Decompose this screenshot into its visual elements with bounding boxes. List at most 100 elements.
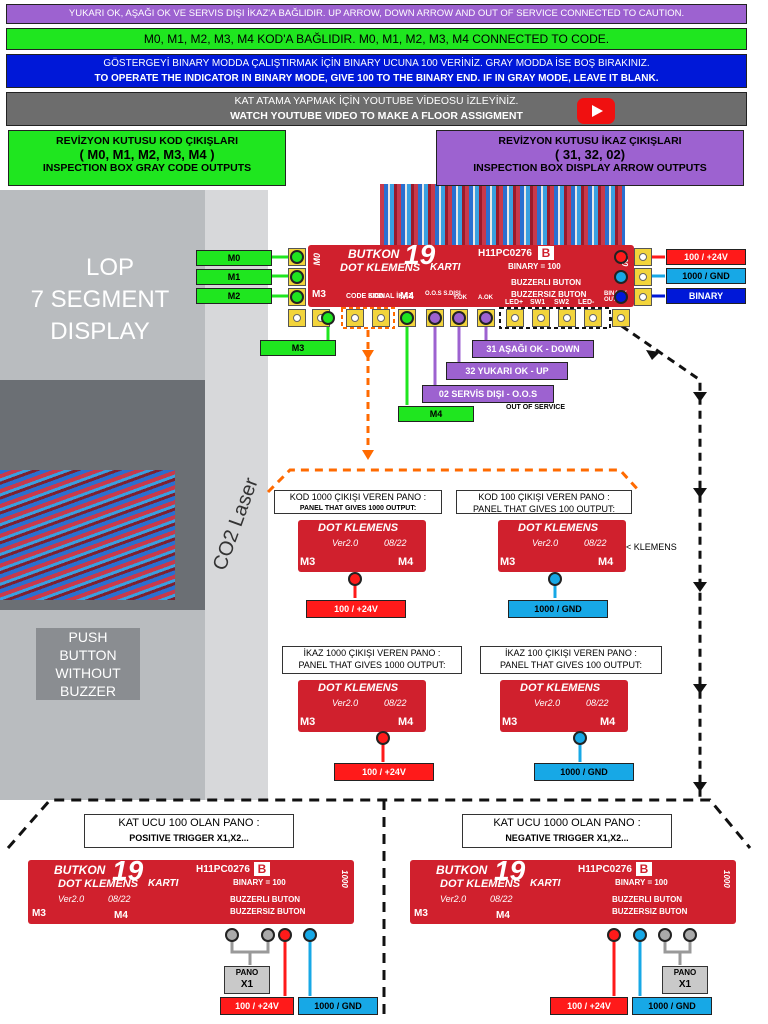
br-ledp-dot bbox=[607, 928, 621, 942]
panel-3-board: DOT KLEMENS Ver2.0 08/22 M3 M4 bbox=[298, 680, 426, 732]
bl-sub: DOT KLEMENS bbox=[58, 878, 139, 890]
oos-connector-dot bbox=[428, 311, 442, 325]
br-buzzerli: BUZZERLI BUTON bbox=[612, 895, 683, 904]
panel-3-output: 100 / +24V bbox=[334, 763, 434, 781]
panel-2-output: 1000 / GND bbox=[508, 600, 608, 618]
board-binary: BINARY = 100 bbox=[508, 262, 561, 271]
m3-connector-dot bbox=[321, 311, 335, 325]
m1-label: M1 bbox=[196, 269, 272, 285]
panel-4-output: 1000 / GND bbox=[534, 763, 634, 781]
board-pin-ledm: LED- bbox=[578, 299, 595, 306]
m4-connector-dot bbox=[400, 311, 414, 325]
bl-rev: B bbox=[254, 862, 270, 876]
banner-youtube: KAT ATAMA YAPMAK İÇİN YOUTUBE VİDEOSU İZ… bbox=[6, 92, 747, 126]
negative-trigger-tr: KAT UCU 1000 OLAN PANO : bbox=[493, 817, 641, 829]
board-pin-yok: Y.OK bbox=[453, 295, 468, 301]
main-board: BUTKON 19 DOT KLEMENS KARTI H11PC0276 B … bbox=[308, 239, 634, 307]
panel-2-dot bbox=[548, 572, 562, 586]
oos-en-label: OUT OF SERVICE bbox=[506, 404, 565, 411]
down-connector-dot bbox=[479, 311, 493, 325]
main-pin bbox=[634, 288, 652, 306]
panel-4-m3: M3 bbox=[502, 716, 518, 728]
gray-code-title: REVİZYON KUTUSU KOD ÇIKIŞLARI bbox=[55, 135, 238, 147]
br-m4: M4 bbox=[496, 910, 510, 921]
panel-3-title-tr: İKAZ 1000 ÇIKIŞI VEREN PANO : bbox=[303, 648, 441, 658]
br-binary: BINARY = 100 bbox=[615, 878, 668, 887]
br-ledm-dot bbox=[683, 928, 697, 942]
panel-2-date: 08/22 bbox=[584, 538, 607, 548]
positive-trigger-title: KAT UCU 100 OLAN PANO : POSITIVE TRIGGER… bbox=[84, 814, 294, 848]
bl-gnd-label: 1000 / GND bbox=[298, 997, 378, 1015]
panel-1-dot bbox=[348, 572, 362, 586]
binary-connector-dot bbox=[614, 290, 628, 304]
bl-m4: M4 bbox=[114, 910, 128, 921]
br-p24-label: 100 / +24V bbox=[550, 997, 628, 1015]
youtube-icon[interactable] bbox=[577, 98, 615, 124]
board-pin-sw1: SW1 bbox=[530, 299, 546, 306]
board-m0: M0 bbox=[312, 253, 322, 266]
board-rev: B bbox=[538, 246, 554, 260]
bl-pano-box: PANO X1 bbox=[224, 966, 270, 994]
oos-label: 02 SERVİS DIŞI - O.O.S bbox=[422, 385, 554, 403]
down-arrow-label: 31 AŞAĞI OK - DOWN bbox=[472, 340, 594, 358]
panel-3-dot bbox=[376, 731, 390, 745]
main-pin bbox=[506, 309, 524, 327]
board-pin-sw2: SW2 bbox=[554, 299, 570, 306]
bl-binary: BINARY = 100 bbox=[233, 878, 286, 887]
board-pin-m4: M4 bbox=[400, 291, 414, 302]
bl-pano-label: PANO bbox=[235, 968, 259, 977]
board-buzzersiz: BUZZERSIZ BUTON bbox=[511, 290, 587, 299]
panel-4-sub: DOT KLEMENS bbox=[520, 682, 601, 694]
br-karti: KARTI bbox=[530, 878, 561, 889]
gray-code-subtitle: INSPECTION BOX GRAY CODE OUTPUTS bbox=[42, 162, 252, 174]
bl-brand: BUTKON bbox=[54, 863, 106, 877]
panel-4-title: İKAZ 100 ÇIKIŞI VEREN PANO : PANEL THAT … bbox=[480, 646, 662, 674]
m0-label: M0 bbox=[196, 250, 272, 266]
bottom-left-board: BUTKON 19 DOT KLEMENS KARTI H11PC0276 B … bbox=[28, 855, 354, 924]
banner-code: M0, M1, M2, M3, M4 KOD'A BAĞLIDIR. M0, M… bbox=[6, 28, 747, 50]
up-arrow-label: 32 YUKARI OK - UP bbox=[446, 362, 568, 380]
bottom-right-board: BUTKON 19 DOT KLEMENS KARTI H11PC0276 B … bbox=[410, 855, 736, 924]
panel-2-ver: Ver2.0 bbox=[532, 538, 559, 548]
br-sw2-dot bbox=[658, 928, 672, 942]
main-pin bbox=[584, 309, 602, 327]
m4-label: M4 bbox=[398, 406, 474, 422]
bl-num: 19 bbox=[112, 855, 144, 886]
top-wires bbox=[380, 184, 625, 246]
panel-4-ver: Ver2.0 bbox=[534, 698, 561, 708]
panel-3-m4: M4 bbox=[398, 716, 414, 728]
bl-sw2-dot bbox=[261, 928, 275, 942]
br-1000: 1000 bbox=[722, 870, 731, 888]
p24-label: 100 / +24V bbox=[666, 249, 746, 265]
bl-buzzerli: BUZZERLI BUTON bbox=[230, 895, 301, 904]
panel-2-title-en: PANEL THAT GIVES 100 OUTPUT: bbox=[472, 504, 616, 514]
panel-2-m4: M4 bbox=[598, 556, 614, 568]
banner-youtube-tr: KAT ATAMA YAPMAK İÇİN YOUTUBE VİDEOSU İZ… bbox=[234, 95, 519, 107]
bl-code: H11PC0276 bbox=[196, 864, 250, 875]
panel-2-m3: M3 bbox=[500, 556, 516, 568]
board-brand: BUTKON bbox=[348, 247, 400, 261]
p24-connector-dot bbox=[614, 250, 628, 264]
panel-1-title-en: PANEL THAT GIVES 1000 OUTPUT: bbox=[299, 505, 417, 512]
br-gnd-label: 1000 / GND bbox=[632, 997, 712, 1015]
board-pin-oos: O.O.S S.DIŞI bbox=[425, 291, 461, 297]
panel-1-m4: M4 bbox=[398, 556, 414, 568]
lop-wires bbox=[0, 470, 175, 600]
gnd-label: 1000 / GND bbox=[666, 268, 746, 284]
panel-1-date: 08/22 bbox=[384, 538, 407, 548]
m2-label: M2 bbox=[196, 288, 272, 304]
bl-pano-x1: X1 bbox=[240, 979, 254, 990]
positive-trigger-tr: KAT UCU 100 OLAN PANO : bbox=[118, 817, 260, 829]
br-date: 08/22 bbox=[490, 894, 513, 904]
arrow-outputs-box: REVİZYON KUTUSU İKAZ ÇIKIŞLARI ( 31, 32,… bbox=[436, 130, 744, 186]
positive-trigger-en: POSITIVE TRIGGER X1,X2... bbox=[129, 833, 249, 843]
bl-date: 08/22 bbox=[108, 894, 131, 904]
lop-title-1: LOP bbox=[85, 254, 135, 281]
gray-code-outputs-box: REVİZYON KUTUSU KOD ÇIKIŞLARI ( M0, M1, … bbox=[8, 130, 286, 186]
br-brand: BUTKON bbox=[436, 863, 488, 877]
klemens-label: < KLEMENS bbox=[626, 542, 677, 552]
bl-ledm-dot bbox=[303, 928, 317, 942]
br-rev: B bbox=[636, 862, 652, 876]
arrow-outputs-subtitle: INSPECTION BOX DISPLAY ARROW OUTPUTS bbox=[473, 162, 707, 174]
panel-4-title-tr: İKAZ 100 ÇIKIŞI VEREN PANO : bbox=[505, 648, 637, 658]
